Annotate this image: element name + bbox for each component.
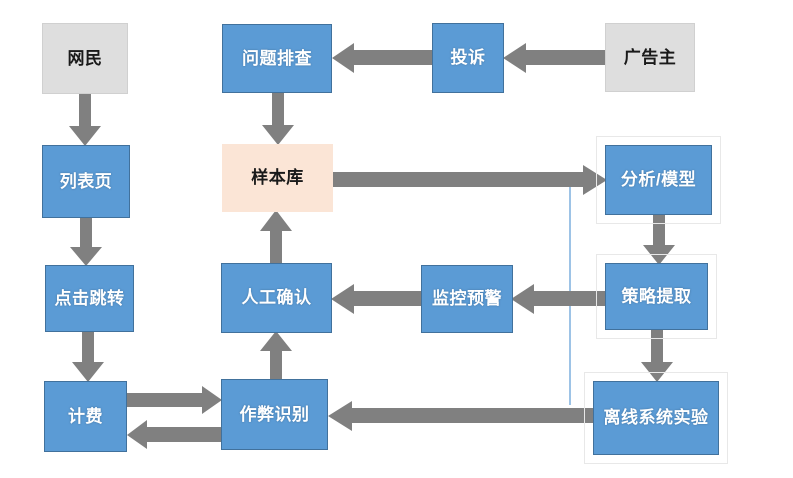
arrow-complaint-to-issue-check: [330, 42, 436, 74]
arrow-sample-lib-to-analysis: [331, 164, 609, 196]
arrow-analysis-to-strategy: [641, 213, 677, 267]
arrow-click-jump-to-billing: [70, 330, 106, 384]
arrow-billing-to-fraud-detect: [126, 386, 224, 416]
arrow-monitor-warn-to-manual-check: [329, 283, 425, 315]
arrow-strategy-to-offline-exp: [639, 328, 675, 384]
node-sample-lib-label: 样本库: [251, 168, 304, 188]
node-netizen-label: 网民: [67, 48, 103, 68]
node-billing-label: 计费: [68, 406, 103, 426]
node-monitor-warn[interactable]: 监控预警: [421, 265, 513, 333]
node-complaint[interactable]: 投诉: [432, 23, 504, 93]
node-monitor-warn-label: 监控预警: [432, 289, 502, 309]
node-strategy-extract-label: 策略提取: [621, 286, 692, 306]
node-analysis-model-label: 分析/模型: [620, 170, 697, 190]
arrow-netizen-to-list-page: [67, 92, 103, 148]
node-manual-check[interactable]: 人工确认: [221, 263, 332, 333]
node-offline-experiment-label: 离线系统实验: [603, 408, 709, 428]
arrow-list-page-to-click-jump: [68, 216, 104, 268]
arrow-manual-check-to-sample-lib: [258, 210, 294, 266]
node-advertiser[interactable]: 广告主: [605, 23, 695, 92]
node-advertiser-label: 广告主: [623, 47, 677, 67]
node-list-page[interactable]: 列表页: [42, 145, 130, 218]
node-netizen[interactable]: 网民: [42, 23, 128, 94]
node-offline-experiment[interactable]: 离线系统实验: [584, 372, 728, 464]
arrow-fraud-detect-to-billing: [125, 419, 225, 451]
node-fraud-detect[interactable]: 作弊识别: [221, 379, 328, 450]
arrow-offline-exp-to-fraud-detect: [326, 400, 598, 432]
node-click-jump-label: 点击跳转: [54, 288, 125, 308]
arrow-fraud-detect-to-manual-check: [258, 331, 294, 383]
node-issue-check[interactable]: 问题排查: [222, 24, 332, 93]
node-strategy-extract[interactable]: 策略提取: [596, 254, 717, 339]
node-billing[interactable]: 计费: [44, 381, 127, 452]
node-fraud-detect-label: 作弊识别: [239, 404, 310, 424]
node-issue-check-label: 问题排查: [242, 48, 312, 68]
node-analysis-model[interactable]: 分析/模型: [596, 136, 721, 224]
arrow-issue-check-to-sample-lib: [260, 91, 296, 147]
node-list-page-label: 列表页: [59, 171, 113, 191]
node-click-jump[interactable]: 点击跳转: [45, 265, 134, 332]
arrow-advertiser-to-complaint: [501, 42, 609, 74]
node-complaint-label: 投诉: [450, 48, 486, 68]
node-manual-check-label: 人工确认: [241, 288, 312, 308]
arrow-strategy-to-monitor-warn: [509, 283, 609, 315]
node-sample-lib[interactable]: 样本库: [222, 144, 333, 212]
